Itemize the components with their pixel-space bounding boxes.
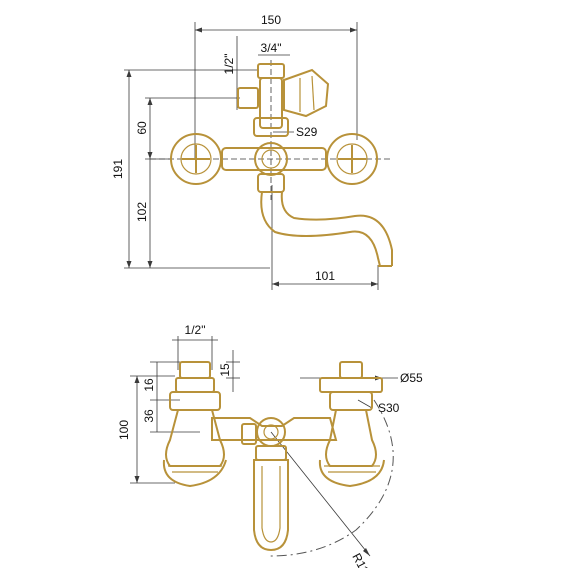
wrench-s29-label: S29 [296, 125, 318, 139]
dim-101-label: 101 [315, 269, 335, 283]
dim-36-label: 36 [142, 409, 156, 423]
dim-15-label: 15 [218, 363, 232, 377]
dim-150-label: 150 [261, 13, 281, 27]
bottom-view: 1/2" 16 15 36 100 Ø55 S30 R116 [117, 323, 423, 568]
top-view: 150 1/2" 3/4" 191 60 102 101 [111, 13, 393, 290]
radius-116-label: R116 [349, 551, 375, 568]
radius-116-arc [269, 399, 394, 557]
wrench-s30-label: S30 [378, 401, 400, 415]
dim-100-label: 100 [117, 420, 131, 440]
dim-three-quarter-label: 3/4" [261, 41, 282, 55]
dim-half-inch-label-bottom: 1/2" [185, 323, 206, 337]
top-faucet-body [170, 63, 393, 267]
dim-102-label: 102 [135, 202, 149, 222]
diameter-55-label: Ø55 [400, 371, 423, 385]
dim-half-inch-label-top: 1/2" [222, 54, 236, 75]
dim-60-label: 60 [135, 121, 149, 135]
dim-16-label: 16 [142, 378, 156, 392]
dim-191-label: 191 [111, 159, 125, 179]
bottom-faucet-body [162, 361, 385, 552]
